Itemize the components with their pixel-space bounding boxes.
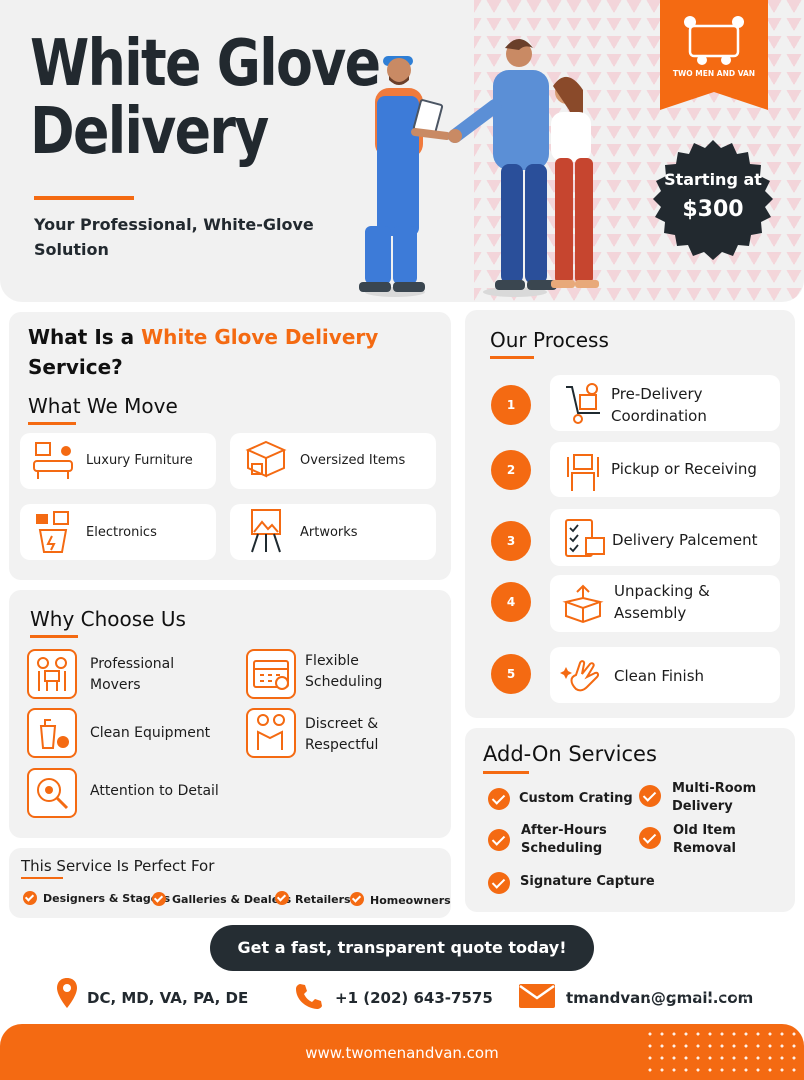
process-underline bbox=[490, 356, 534, 359]
move-item-furniture-label: Luxury Furniture bbox=[86, 453, 193, 468]
perfect-for-underline bbox=[21, 877, 63, 879]
handshake-illustration bbox=[359, 39, 599, 297]
addons-card bbox=[465, 728, 795, 912]
addon-multi-room: Multi-Room Delivery bbox=[672, 781, 757, 814]
check-icon bbox=[23, 891, 37, 905]
handshake-icon bbox=[257, 714, 285, 750]
step-label-3: Delivery Palcement bbox=[612, 531, 758, 549]
perfect-item-designers: Designers & Stagers bbox=[43, 892, 171, 905]
price-value: $300 bbox=[682, 197, 744, 222]
why-choose-underline bbox=[30, 635, 78, 638]
step-number-2: 2 bbox=[491, 450, 531, 490]
step-number-3: 3 bbox=[491, 521, 531, 561]
check-icon bbox=[152, 892, 166, 906]
check-icon bbox=[488, 788, 510, 810]
movers-icon-box bbox=[27, 649, 77, 699]
perfect-item-homeowners: Homeowners bbox=[370, 894, 451, 907]
magnifier-icon bbox=[37, 778, 69, 810]
step-number-4: 4 bbox=[491, 582, 531, 622]
logo-text: TWO MEN AND VAN bbox=[673, 69, 755, 78]
step-label-5: Clean Finish bbox=[614, 667, 705, 685]
checklist-icon bbox=[565, 519, 605, 557]
company-logo: TWO MEN AND VAN bbox=[660, 0, 768, 110]
check-icon bbox=[488, 829, 510, 851]
move-item-electronics-label: Electronics bbox=[86, 525, 157, 540]
process-step-4 bbox=[550, 575, 780, 632]
movers-icon bbox=[37, 657, 67, 691]
move-item-artworks bbox=[230, 504, 436, 560]
perfect-item-retailers: Retailers bbox=[295, 893, 351, 906]
boxes-icon bbox=[245, 440, 287, 478]
calendar-icon-box bbox=[246, 649, 296, 699]
addons-underline bbox=[483, 771, 529, 774]
why-item-discreet: Discreet & Respectful bbox=[305, 716, 379, 753]
electronics-icon bbox=[36, 511, 69, 553]
service-area: DC, MD, VA, PA, DE bbox=[87, 989, 249, 1007]
email-icon bbox=[519, 984, 555, 1008]
price-text: Starting at $300 bbox=[650, 170, 776, 222]
hero-underline bbox=[34, 196, 134, 200]
dolly-icon bbox=[566, 383, 600, 424]
easel-icon bbox=[251, 509, 281, 553]
move-item-oversized-label: Oversized Items bbox=[300, 453, 406, 468]
magnifier-icon-box bbox=[27, 768, 77, 818]
location-pin-icon bbox=[57, 978, 77, 1008]
addon-signature: Signature Capture bbox=[520, 874, 655, 889]
why-item-movers: Professional Movers bbox=[90, 656, 175, 693]
move-item-electronics bbox=[20, 504, 216, 560]
cleaning-icon-box bbox=[27, 708, 77, 758]
step-label-4: Unpacking & Assembly bbox=[614, 582, 710, 622]
why-item-scheduling: Flexible Scheduling bbox=[305, 653, 383, 690]
step-number-1: 1 bbox=[491, 385, 531, 425]
step-number-5: 5 bbox=[491, 654, 531, 694]
move-item-artworks-label: Artworks bbox=[300, 525, 358, 540]
step-label-1: Pre-Delivery Coordination bbox=[611, 385, 707, 425]
addon-crating: Custom Crating bbox=[519, 791, 633, 806]
price-label: Starting at bbox=[664, 170, 762, 189]
check-icon bbox=[639, 785, 661, 807]
hero-subtitle: Your Professional, White-Glove Solution bbox=[34, 215, 314, 259]
process-title: Our Process bbox=[490, 328, 609, 352]
handshake-icon-box bbox=[246, 708, 296, 758]
open-box-icon bbox=[562, 584, 604, 624]
hero-title: White Glove Delivery bbox=[30, 27, 381, 169]
check-icon bbox=[350, 892, 364, 906]
dot-pattern bbox=[644, 980, 804, 1080]
check-icon bbox=[639, 827, 661, 849]
why-item-detail: Attention to Detail bbox=[90, 783, 219, 799]
price-badge bbox=[653, 140, 773, 260]
perfect-for-card bbox=[9, 848, 451, 918]
perfect-for-title: This Service Is Perfect For bbox=[21, 857, 215, 875]
clean-hand-icon bbox=[560, 660, 600, 692]
calendar-icon bbox=[253, 660, 289, 690]
why-choose-card bbox=[9, 590, 451, 838]
furniture-icon bbox=[33, 442, 73, 479]
step-label-2: Pickup or Receiving bbox=[611, 460, 757, 478]
what-is-heading: What Is a White Glove Delivery Service? bbox=[28, 325, 379, 379]
addon-old-item: Old Item Removal bbox=[673, 823, 737, 856]
carry-box-icon bbox=[567, 454, 599, 491]
addons-title: Add-On Services bbox=[483, 742, 657, 766]
phone-icon bbox=[296, 984, 322, 1009]
what-we-move-underline bbox=[28, 422, 76, 425]
perfect-item-galleries: Galleries & Dealers bbox=[172, 893, 292, 906]
cleaning-icon bbox=[39, 719, 69, 749]
check-icon bbox=[488, 872, 510, 894]
what-we-move-title: What We Move bbox=[28, 394, 178, 418]
addon-after-hours: After-Hours Scheduling bbox=[521, 823, 607, 856]
why-item-equipment: Clean Equipment bbox=[90, 725, 211, 741]
why-choose-title: Why Choose Us bbox=[30, 607, 186, 631]
phone-number[interactable]: +1 (202) 643-7575 bbox=[335, 989, 493, 1007]
check-icon bbox=[275, 891, 289, 905]
quote-button[interactable]: Get a fast, transparent quote today! bbox=[210, 925, 594, 971]
website-link[interactable]: www.twomenandvan.com bbox=[305, 1044, 499, 1062]
